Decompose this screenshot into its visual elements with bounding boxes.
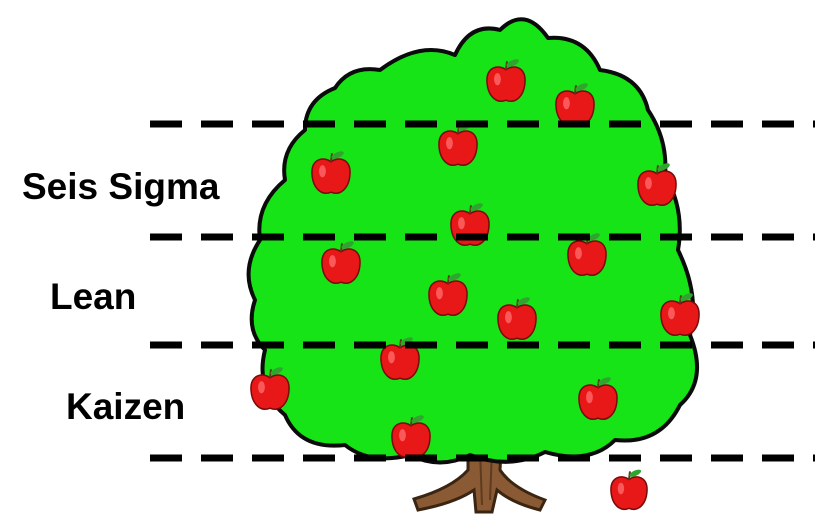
fallen-apple [611, 468, 647, 509]
label-kaizen: Kaizen [66, 388, 185, 425]
label-lean: Lean [50, 278, 136, 315]
label-seis-sigma: Seis Sigma [22, 168, 219, 205]
apple-icon [611, 468, 647, 509]
